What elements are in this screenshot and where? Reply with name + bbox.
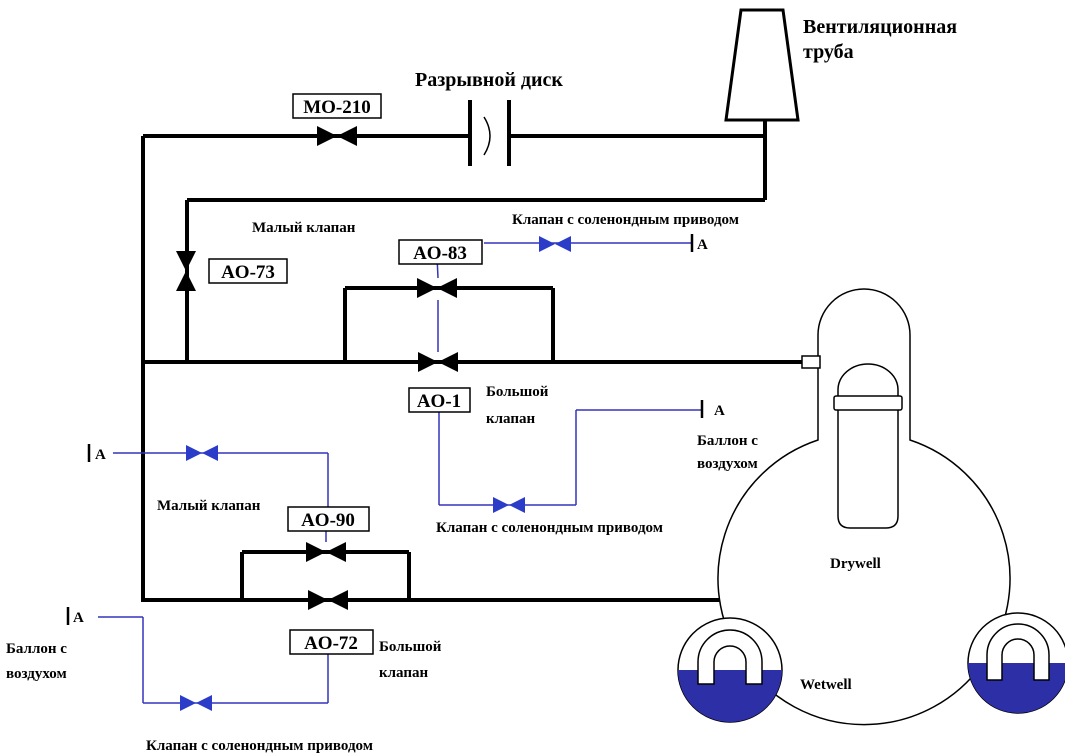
wetwell-left	[677, 617, 783, 723]
reactor-vessel-flange	[833, 395, 903, 411]
air-supply-label-right: A	[714, 403, 725, 419]
air-supply-label-left: A	[95, 447, 106, 463]
vent-stack-label-line2: труба	[803, 41, 854, 63]
solenoid-valve-label-top: Клапан с соленондным приводом	[512, 212, 739, 228]
solenoid-valve-ao1[interactable]	[493, 497, 525, 513]
valve-tag-ao83: AO-83	[398, 239, 483, 265]
drywell-label: Drywell	[830, 556, 881, 572]
svg-text:AO-1: AO-1	[417, 391, 461, 412]
valve-tag-ao1: AO-1	[408, 387, 471, 413]
valve-tag-ao90: AO-90	[287, 506, 370, 532]
valve-tag-ao73: AO-73	[208, 258, 288, 284]
vent-stack	[724, 8, 800, 122]
svg-text:AO-83: AO-83	[413, 243, 467, 264]
valve-ao72-symbol[interactable]	[308, 590, 348, 610]
svg-text:AO-72: AO-72	[304, 633, 358, 654]
vent-stack-label-line1: Вентиляционная	[803, 16, 957, 38]
air-lines	[98, 242, 702, 704]
solenoid-valve-label-bottom: Клапан с соленондным приводом	[146, 738, 373, 754]
small-valve-label-top: Малый клапан	[252, 220, 356, 236]
valve-tag-ao72: AO-72	[289, 629, 374, 655]
valve-ao73-symbol[interactable]	[176, 251, 196, 291]
reactor-vessel	[837, 363, 899, 529]
svg-text:AO-73: AO-73	[221, 262, 275, 283]
wetwell-right	[967, 612, 1065, 714]
air-supply-label-top: A	[697, 237, 708, 253]
large-valve-label-ao1-line2: клапан	[486, 411, 536, 427]
valve-tag-mo210: MO-210	[292, 93, 382, 119]
svg-text:AO-90: AO-90	[301, 510, 355, 531]
valve-ao90-symbol[interactable]	[306, 542, 346, 562]
air-bottle-label-left-line2: воздухом	[6, 666, 67, 682]
air-supply-markers: A A A A	[66, 234, 725, 626]
large-valve-label-ao72-line2: клапан	[379, 665, 429, 681]
air-bottle-label-right-line1: Баллон с	[697, 433, 758, 449]
large-valve-label-ao72-line1: Большой	[379, 639, 442, 655]
valve-mo210-symbol[interactable]	[317, 126, 357, 146]
drywell-nozzle	[801, 355, 821, 369]
small-valve-label-bottom: Малый клапан	[157, 498, 261, 514]
rupture-disk	[468, 100, 511, 166]
air-bottle-label-left-line1: Баллон с	[6, 641, 67, 657]
svg-text:MO-210: MO-210	[303, 97, 371, 118]
solenoid-valve-ao83[interactable]	[539, 236, 571, 252]
valve-ao83-symbol[interactable]	[417, 278, 457, 298]
solenoid-valve-ao72[interactable]	[180, 695, 212, 711]
wetwell-label: Wetwell	[800, 677, 852, 693]
solenoid-valve-ao90[interactable]	[186, 445, 218, 461]
process-piping	[141, 120, 806, 617]
air-bottle-label-right-line2: воздухом	[697, 456, 758, 472]
valve-ao1-symbol[interactable]	[418, 352, 458, 372]
solenoid-valve-label-middle: Клапан с соленондным приводом	[436, 520, 663, 536]
air-supply-label-bottom: A	[73, 610, 84, 626]
rupture-disk-label: Разрывной диск	[415, 69, 563, 91]
large-valve-label-ao1-line1: Большой	[486, 384, 549, 400]
containment: Drywell Wetwell	[677, 288, 1065, 726]
